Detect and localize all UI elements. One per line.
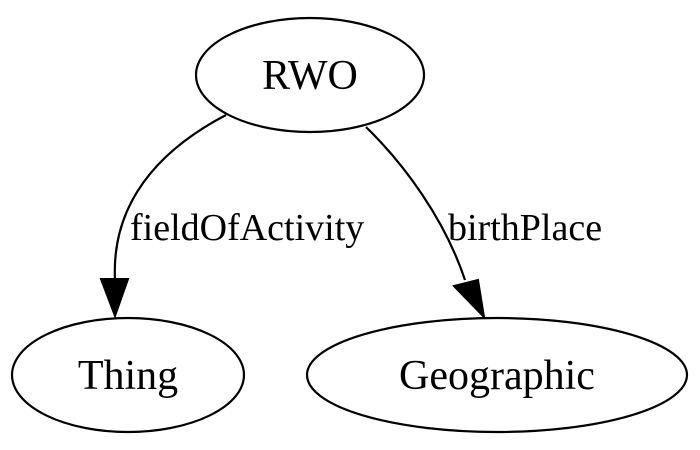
node-thing: Thing — [10, 316, 246, 434]
node-geographic: Geographic — [305, 316, 689, 434]
edge-birth-place: birthPlace — [365, 126, 602, 320]
edge-field-of-activity-arrowhead — [99, 278, 130, 319]
edge-label-field-of-activity: fieldOfActivity — [130, 207, 364, 249]
node-thing-ellipse — [10, 316, 246, 434]
node-rwo-label: RWO — [262, 53, 358, 99]
node-thing-label: Thing — [78, 353, 178, 399]
node-geographic-ellipse — [305, 316, 689, 434]
edge-field-of-activity-line — [113, 114, 227, 281]
node-rwo: RWO — [194, 16, 426, 134]
node-rwo-ellipse — [194, 16, 426, 134]
edge-label-birth-place: birthPlace — [448, 207, 602, 249]
node-geographic-label: Geographic — [399, 353, 595, 399]
edge-birth-place-arrowhead — [452, 278, 486, 320]
edge-field-of-activity: fieldOfActivity — [99, 114, 364, 319]
edge-birth-place-line — [365, 126, 467, 281]
